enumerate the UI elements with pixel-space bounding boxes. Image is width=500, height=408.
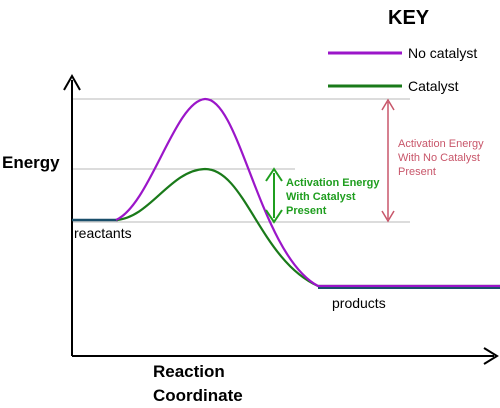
x-axis-label-line2: Coordinate — [153, 386, 243, 405]
ea-no-catalyst-label-line3: Present — [398, 166, 436, 178]
legend-no-catalyst-label: No catalyst — [408, 45, 477, 61]
y-axis-label: Energy — [2, 153, 60, 172]
ea-catalyst-label: Activation Energy With Catalyst Present — [286, 177, 383, 217]
reactants-label: reactants — [74, 225, 132, 241]
ea-no-catalyst-label-line1: Activation Energy — [398, 138, 484, 150]
ea-catalyst-arrowhead-top — [265, 167, 283, 182]
ea-catalyst-label-line3: Present — [286, 205, 327, 217]
products-label: products — [332, 295, 386, 311]
ea-catalyst-label-line1: Activation Energy — [286, 177, 380, 189]
x-axis-label-line1: Reaction — [153, 362, 225, 381]
no-catalyst-curve — [115, 97, 500, 288]
ea-no-catalyst-label-line2: With No Catalyst — [398, 152, 480, 164]
ea-no-catalyst-arrowhead-top — [381, 98, 395, 111]
y-axis-arrowhead — [63, 73, 81, 91]
ea-catalyst-arrowhead-bottom — [265, 209, 283, 224]
ea-no-catalyst-arrowhead-bottom — [381, 210, 395, 223]
ea-no-catalyst-label: Activation Energy With No Catalyst Prese… — [398, 138, 487, 178]
key-title: KEY — [388, 7, 430, 29]
legend-catalyst-label: Catalyst — [408, 78, 459, 94]
catalyst-curve — [115, 167, 500, 288]
ea-catalyst-label-line2: With Catalyst — [286, 191, 356, 203]
x-axis-arrowhead — [483, 347, 499, 365]
